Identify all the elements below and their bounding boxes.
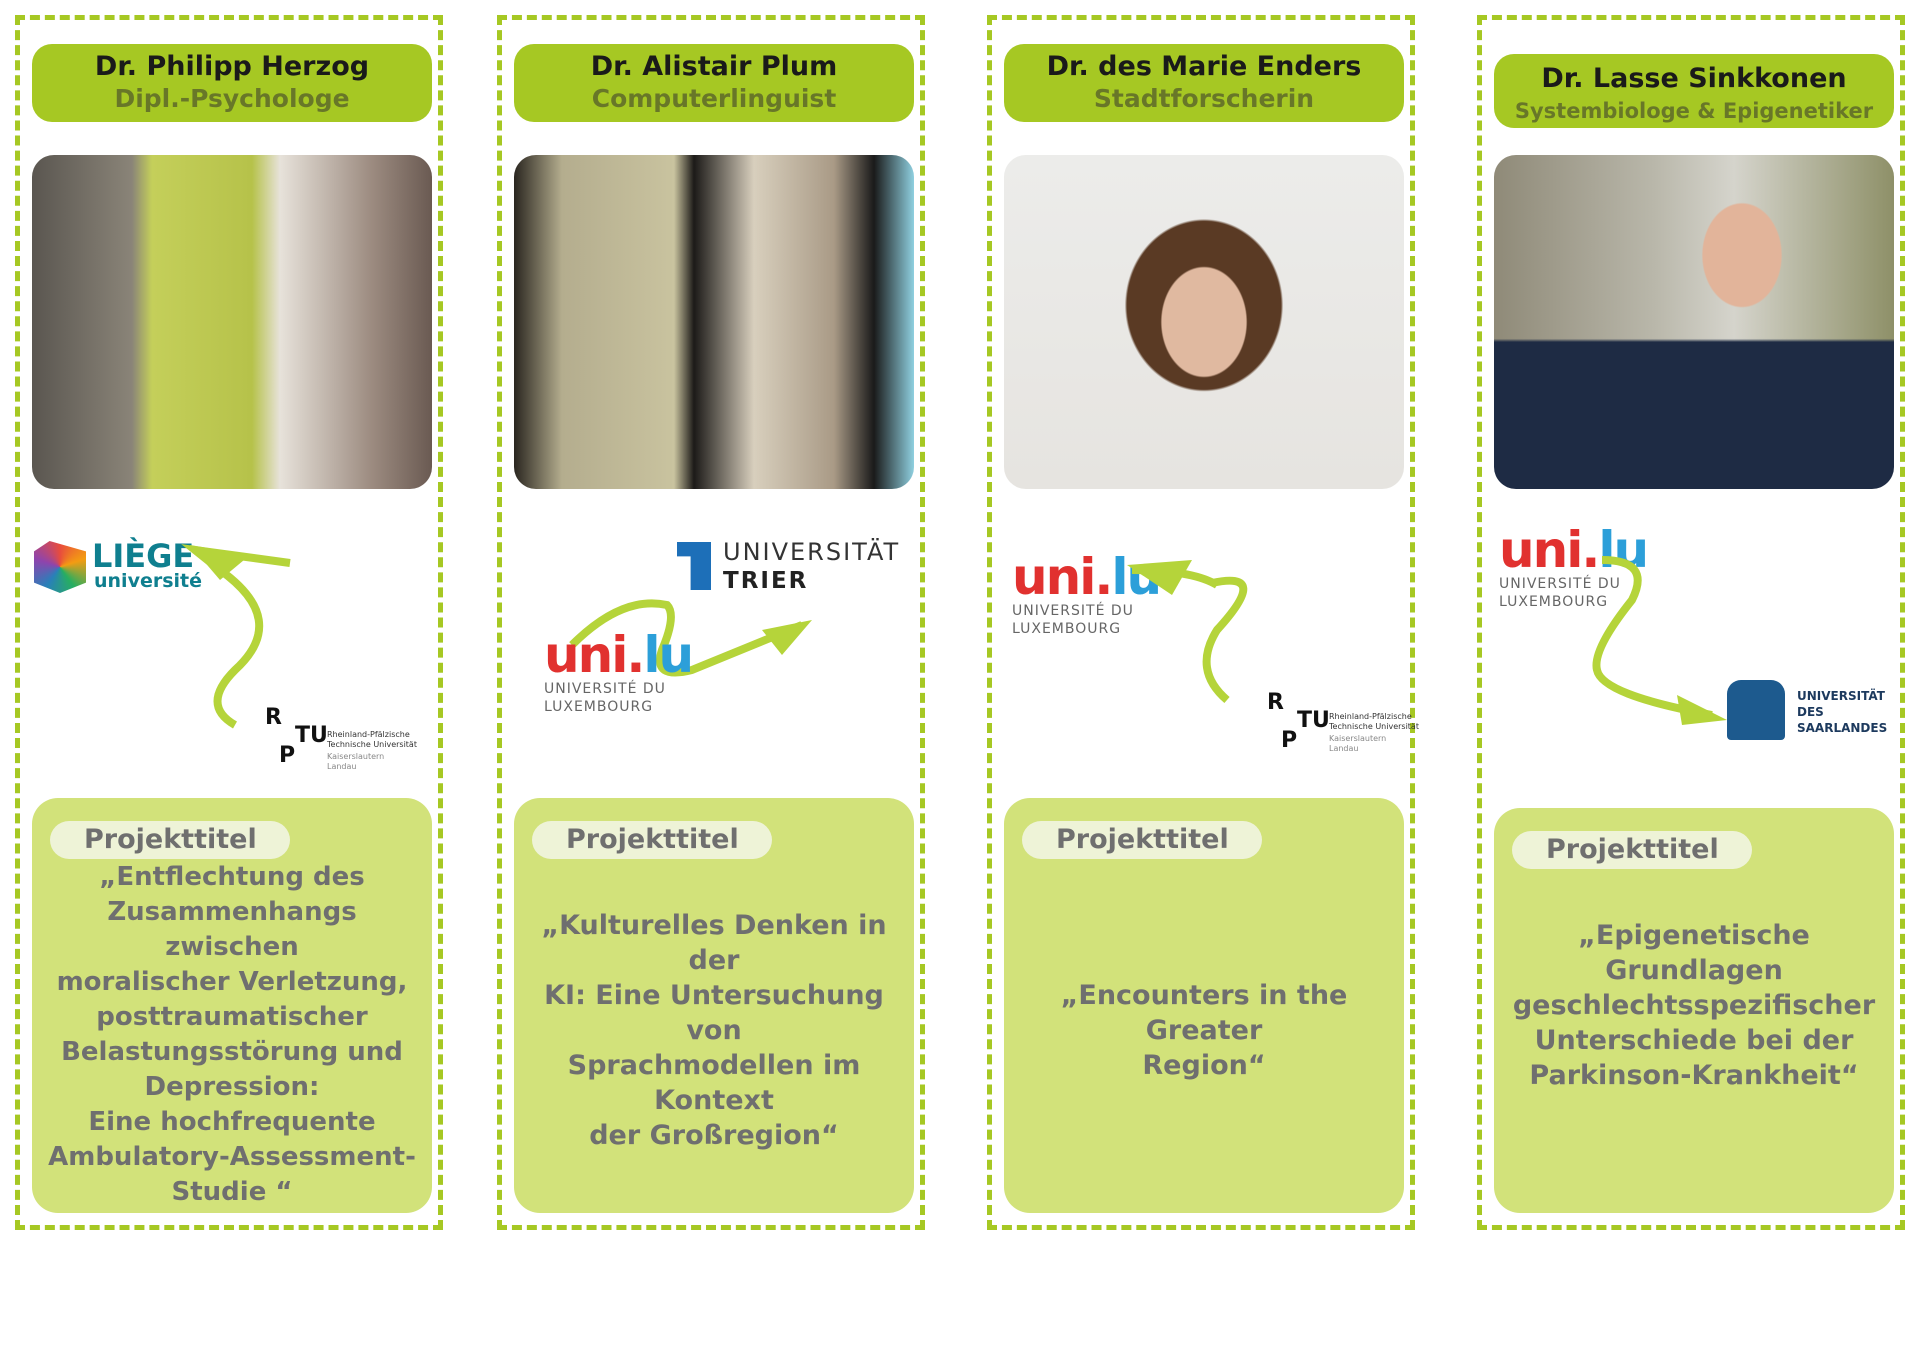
project-box: Projekttitel „Kulturelles Denken in der … xyxy=(514,798,914,1213)
person-photo xyxy=(1494,155,1894,489)
profile-card-herzog: Dr. Philipp Herzog Dipl.-Psychologe LIÈG… xyxy=(15,15,443,1230)
profile-card-plum: Dr. Alistair Plum Computerlinguist UNIVE… xyxy=(497,15,925,1230)
project-tag: Projekttitel xyxy=(532,821,772,859)
person-photo xyxy=(32,155,432,489)
arrow-icon xyxy=(1592,556,1727,725)
person-role: Systembiologe & Epigenetiker xyxy=(1514,99,1874,123)
profile-card-enders: Dr. des Marie Enders Stadtforscherin uni… xyxy=(987,15,1419,1230)
project-box: Projekttitel „Entflechtung des Zusammenh… xyxy=(32,798,432,1213)
name-header: Dr. Lasse Sinkkonen Systembiologe & Epig… xyxy=(1494,54,1894,128)
person-photo xyxy=(1004,155,1404,489)
person-role: Dipl.-Psychologe xyxy=(114,84,350,113)
name-header: Dr. Philipp Herzog Dipl.-Psychologe xyxy=(32,44,432,122)
project-title: „Encounters in the Greater Region“ xyxy=(1060,980,1348,1081)
project-title: „Entflechtung des Zusammenhangs zwischen… xyxy=(48,861,416,1207)
profile-card-sinkkonen: Dr. Lasse Sinkkonen Systembiologe & Epig… xyxy=(1477,15,1905,1230)
project-tag: Projekttitel xyxy=(1512,831,1752,869)
project-tag: Projekttitel xyxy=(1022,821,1262,859)
person-role: Stadtforscherin xyxy=(1093,84,1315,113)
arrow-icon xyxy=(181,544,291,729)
arrow-icon xyxy=(1127,560,1248,704)
project-box: Projekttitel „Encounters in the Greater … xyxy=(1004,798,1404,1213)
person-name: Dr. Lasse Sinkkonen xyxy=(1541,63,1847,94)
name-header: Dr. Alistair Plum Computerlinguist xyxy=(514,44,914,122)
project-title: „Epigenetische Grundlagen geschlechtsspe… xyxy=(1512,920,1876,1091)
name-header: Dr. des Marie Enders Stadtforscherin xyxy=(1004,44,1404,122)
project-tag: Projekttitel xyxy=(50,821,290,859)
person-photo xyxy=(514,155,914,489)
person-role: Computerlinguist xyxy=(591,84,837,113)
person-name: Dr. Philipp Herzog xyxy=(94,51,370,82)
person-name: Dr. des Marie Enders xyxy=(1046,51,1362,82)
project-title: „Kulturelles Denken in der KI: Eine Unte… xyxy=(541,910,887,1151)
project-box: Projekttitel „Epigenetische Grundlagen g… xyxy=(1494,808,1894,1213)
person-name: Dr. Alistair Plum xyxy=(590,51,838,82)
arrow-icon xyxy=(569,599,812,677)
